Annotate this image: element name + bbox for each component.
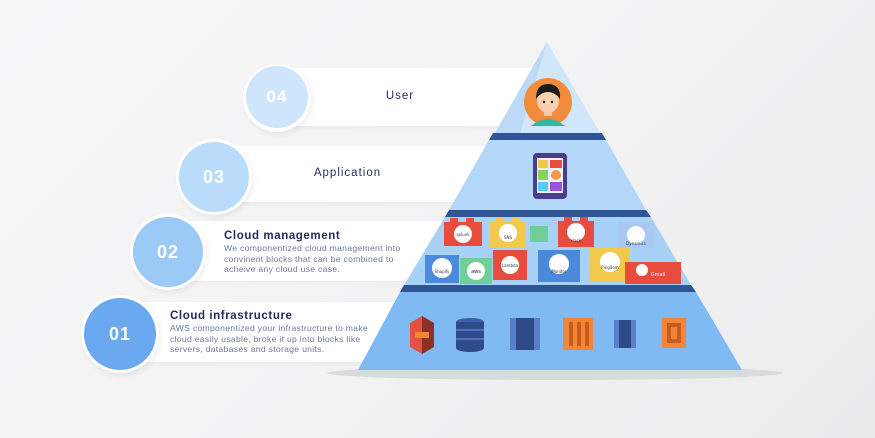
storage-icon xyxy=(614,320,636,348)
badge-01: 01 xyxy=(84,298,156,370)
level-02-bar xyxy=(185,221,443,281)
ec2-icon xyxy=(563,318,593,350)
level-02-description: We componentized cloud management into c… xyxy=(224,243,401,274)
compute-icon xyxy=(662,318,686,348)
block-gmail: Gmail xyxy=(625,262,681,284)
level-01-title: Cloud infrastructure xyxy=(170,310,293,322)
block-splunk: splunk xyxy=(444,218,482,246)
level-04-title: User xyxy=(385,90,415,102)
badge-03: 03 xyxy=(179,142,249,212)
block-lambda: Lambda xyxy=(493,250,527,280)
separator-3 xyxy=(400,285,696,292)
svg-text:SNS: SNS xyxy=(504,235,513,240)
level-03-title: Application xyxy=(313,167,382,179)
application-phone-icon xyxy=(533,153,567,199)
block-aws: aws xyxy=(460,258,492,284)
svg-text:Lambda: Lambda xyxy=(502,263,519,268)
svg-text:slack: slack xyxy=(571,238,582,243)
badge-04: 04 xyxy=(246,66,308,128)
block-green-small xyxy=(530,226,548,242)
pyramid-tier-infrastructure xyxy=(358,292,742,370)
s3-bucket-icon xyxy=(410,316,434,354)
database-icon xyxy=(456,318,484,352)
block-sns: SNS xyxy=(490,217,526,247)
svg-text:Pingdom: Pingdom xyxy=(601,265,618,270)
block-shopify: Shopify xyxy=(425,255,459,283)
management-blocks: splunk SNS slack Dynamics Shopify aws La… xyxy=(425,217,681,284)
infrastructure-icons xyxy=(410,316,686,354)
svg-text:splunk: splunk xyxy=(456,232,470,237)
level-04-bar xyxy=(290,68,545,126)
svg-text:Dynamics: Dynamics xyxy=(626,241,646,246)
svg-text:Shopify: Shopify xyxy=(435,269,451,274)
block-slack: slack xyxy=(558,217,594,247)
level-02-title: Cloud management xyxy=(224,230,341,242)
badge-02: 02 xyxy=(133,217,203,287)
rds-icon xyxy=(510,318,540,350)
user-avatar-icon xyxy=(524,78,572,126)
block-monitor: Monitor xyxy=(538,250,580,282)
level-01-bar xyxy=(135,302,405,362)
block-dynamics: Dynamics xyxy=(618,222,654,248)
level-03-bar xyxy=(230,146,500,202)
level-01-description: AWS componentized your infrastructure to… xyxy=(170,323,369,354)
separator-1 xyxy=(489,133,606,140)
svg-text:Gmail: Gmail xyxy=(651,272,666,278)
svg-text:Monitor: Monitor xyxy=(551,269,567,274)
separator-2 xyxy=(445,210,651,217)
block-pingdom: Pingdom xyxy=(590,248,630,282)
svg-text:aws: aws xyxy=(471,269,481,275)
